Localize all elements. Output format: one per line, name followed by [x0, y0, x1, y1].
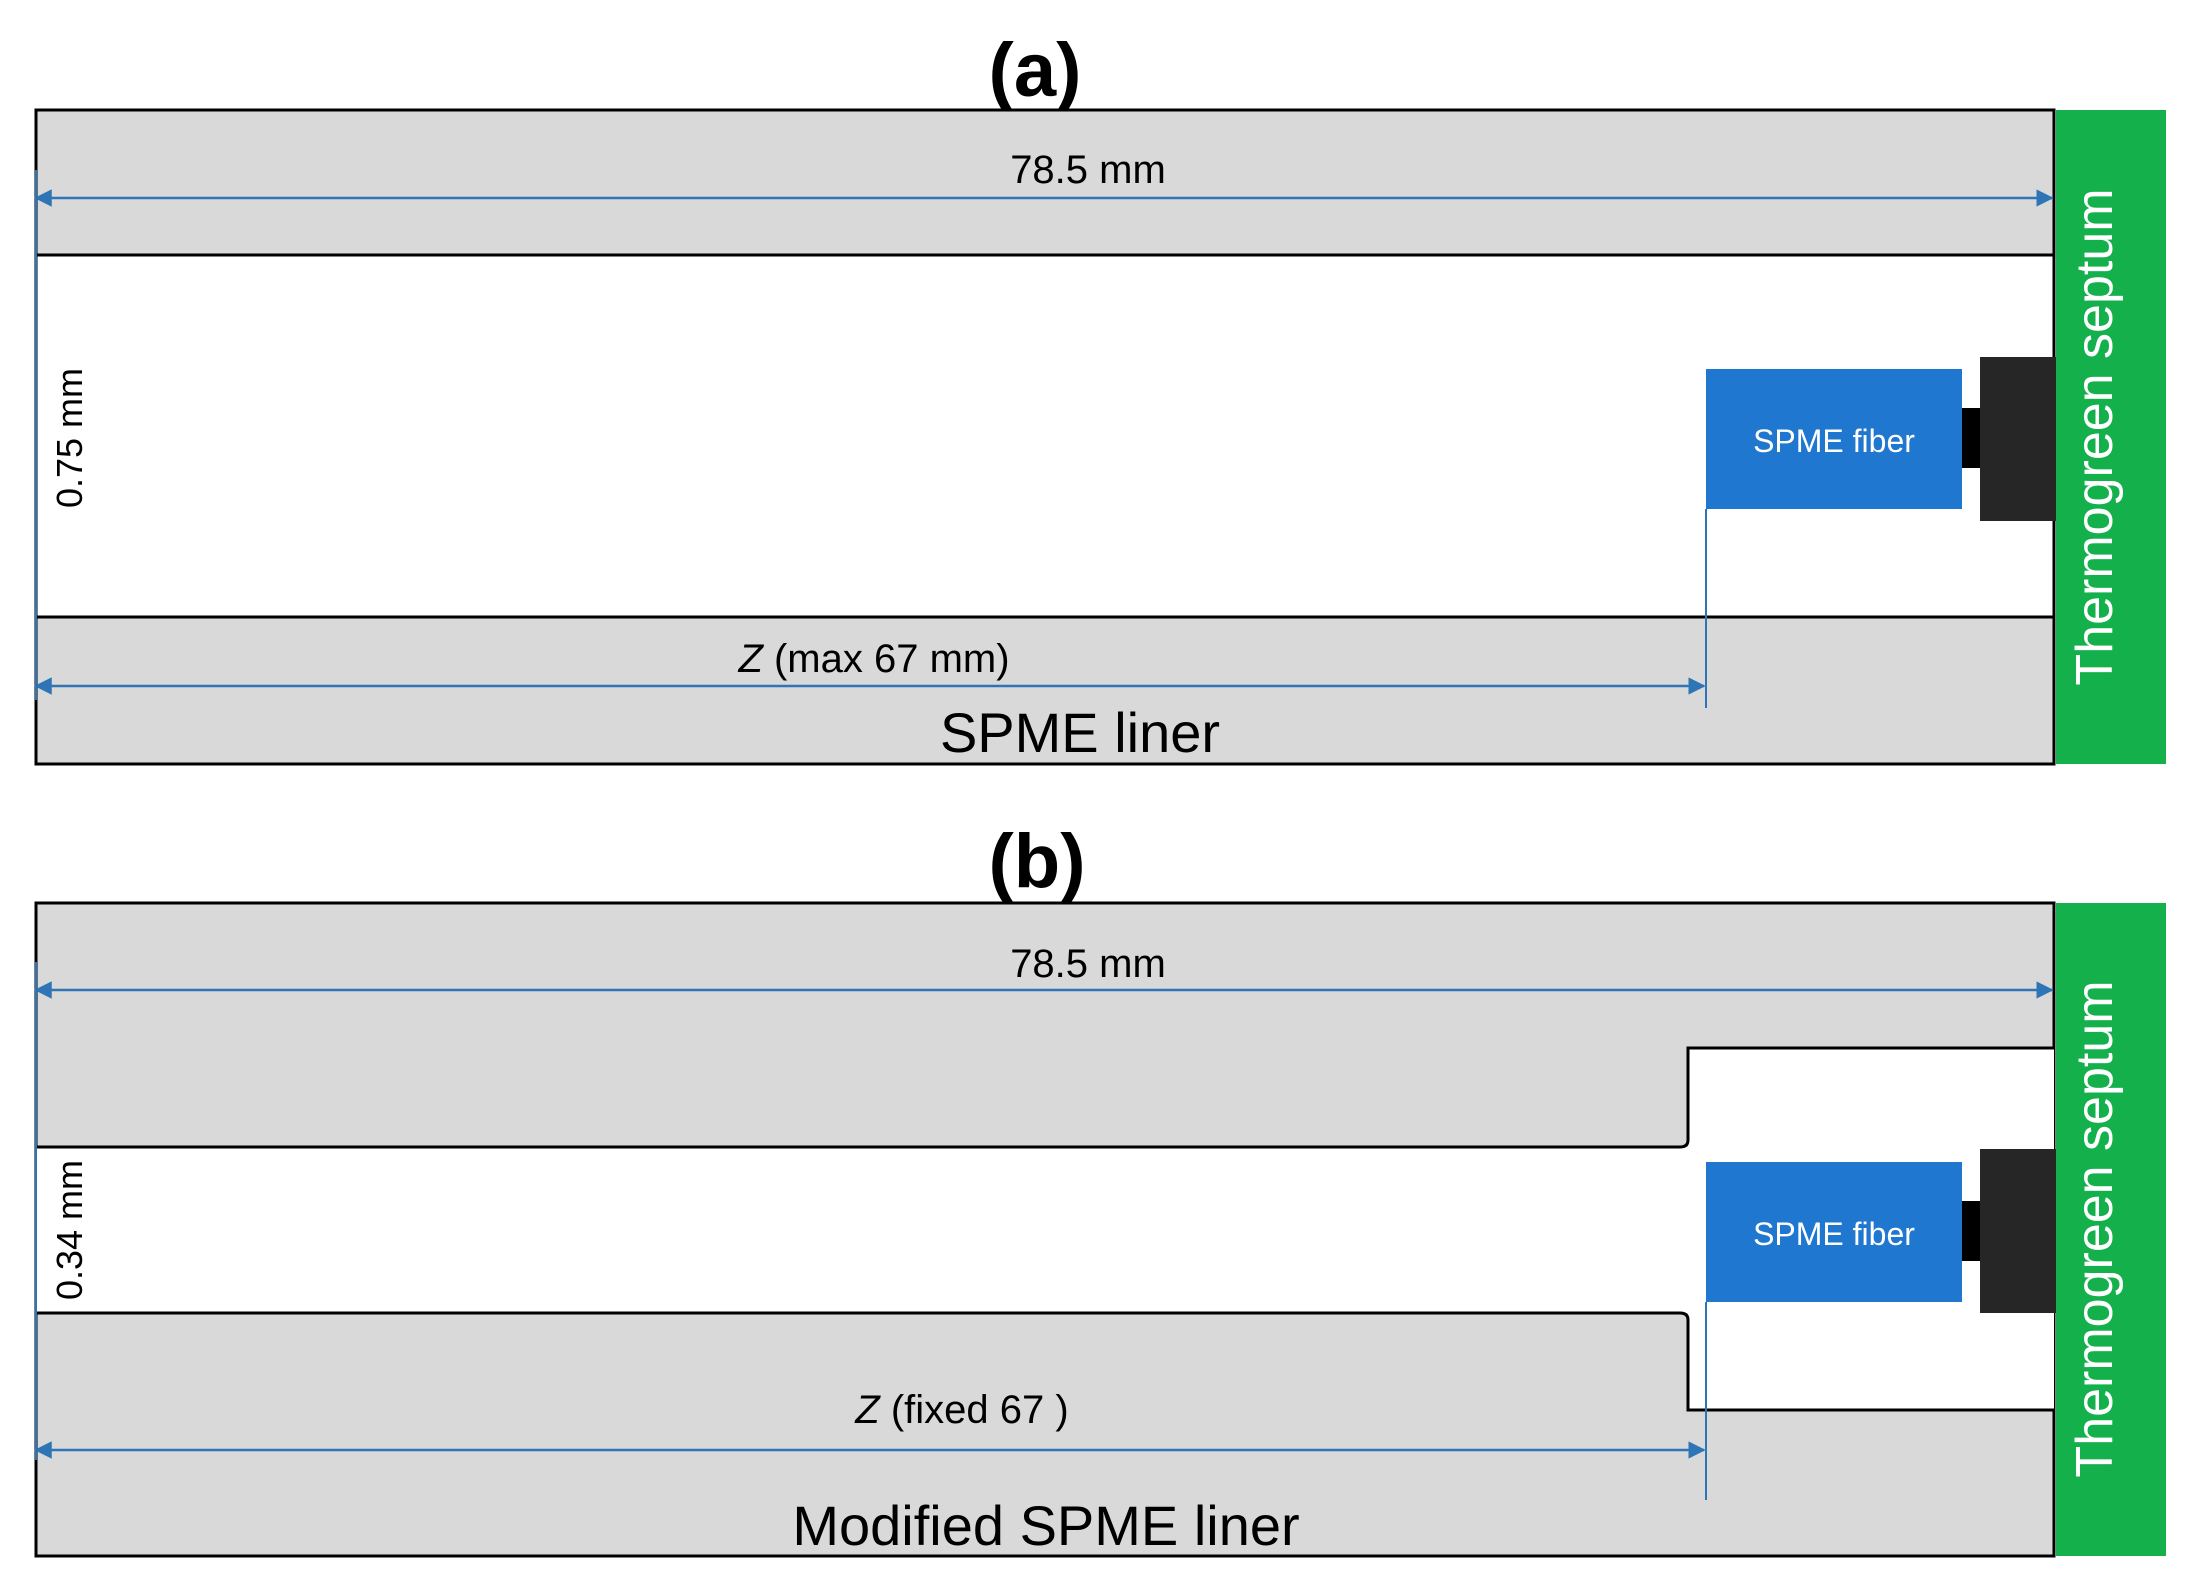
- panel-b-length-label: 78.5 mm: [1010, 942, 1166, 986]
- panel-b-z-label: Z (fixed 67 ): [854, 1388, 1068, 1432]
- panel-b-z-symbol: Z: [854, 1388, 881, 1432]
- panel-b-fiber-holder: [1980, 1149, 2056, 1313]
- panel-a-spme-fiber: [1706, 369, 1962, 509]
- panel-a-septum: [2056, 110, 2166, 764]
- panel-b-bore-lower-edge: [36, 1311, 2054, 1412]
- panel-a-z-symbol: Z: [737, 637, 764, 681]
- panel-b-fiber-label: SPME fiber: [1753, 1216, 1915, 1252]
- panel-b-label: (b): [988, 819, 1085, 904]
- panel-a-septum-label: Thermogreen septum: [2066, 188, 2124, 685]
- panel-a-fiber-holder: [1980, 357, 2056, 521]
- panel-b-diameter-label: 0.34 mm: [49, 1160, 90, 1300]
- panel-a-fiber-label: SPME fiber: [1753, 423, 1915, 459]
- panel-a-label: (a): [989, 28, 1082, 113]
- panel-b-septum: [2056, 903, 2166, 1556]
- panel-a-diameter-label: 0.75 mm: [49, 368, 90, 508]
- panel-a-liner-label: SPME liner: [940, 701, 1220, 764]
- panel-b: (b) 78.5 mm 0.34 mm SPME fiber Z (fixed …: [34, 819, 2166, 1558]
- panel-b-liner-label: Modified SPME liner: [792, 1494, 1299, 1557]
- panel-b-liner-bore: [36, 1048, 2054, 1410]
- panel-b-spme-fiber: [1706, 1162, 1962, 1302]
- panel-a-z-label: Z (max 67 mm): [737, 637, 1009, 681]
- panel-a: (a) 78.5 mm 0.75 mm SPME fiber Z (max 67…: [34, 28, 2166, 766]
- panel-b-septum-label: Thermogreen septum: [2066, 980, 2124, 1477]
- panel-a-z-range: (max 67 mm): [763, 637, 1010, 681]
- panel-b-bore-upper-edge: [36, 1046, 2054, 1149]
- panel-b-z-range: (fixed 67 ): [880, 1388, 1069, 1432]
- panel-a-fiber-connector: [1962, 408, 1980, 468]
- panel-a-length-label: 78.5 mm: [1010, 148, 1166, 192]
- panel-b-fiber-connector: [1962, 1201, 1980, 1261]
